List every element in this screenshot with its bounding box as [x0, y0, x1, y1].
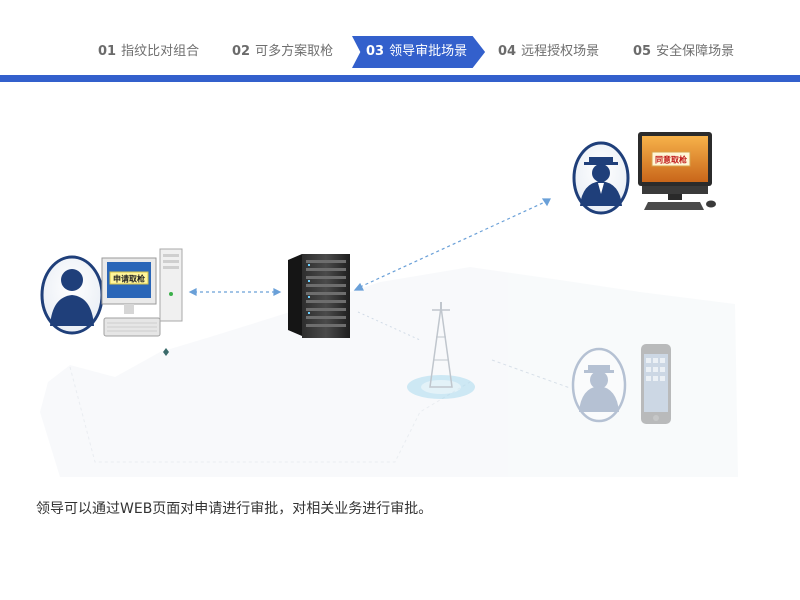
step-tabs: 01 指纹比对组合 02 可多方案取枪 03 领导审批场景 04 远程授权场景 05 安全… [0, 0, 800, 76]
server-rack [288, 254, 350, 338]
tab-05[interactable]: 05 安全保障场景 [633, 36, 734, 68]
remote-leader-avatar [573, 349, 625, 421]
tab-number: 05 [633, 44, 651, 59]
approval-scenario-diagram: 申请取枪 [0, 82, 800, 482]
tab-label: 远程授权场景 [521, 44, 599, 59]
tab-04[interactable]: 04 远程授权场景 [498, 36, 599, 68]
mobile-phone [641, 344, 671, 424]
applicant-computer: 申请取枪 [102, 249, 182, 356]
tab-label: 可多方案取枪 [255, 44, 333, 59]
tab-01[interactable]: 01 指纹比对组合 [98, 36, 199, 68]
tab-02[interactable]: 02 可多方案取枪 [232, 36, 333, 68]
leader-screen-label: 同意取枪 [655, 155, 687, 165]
tab-number: 02 [232, 44, 250, 59]
tab-number: 04 [498, 44, 516, 59]
tab-label: 领导审批场景 [389, 44, 467, 59]
tab-label: 指纹比对组合 [121, 44, 199, 59]
tab-number: 03 [366, 44, 384, 59]
applicant-avatar [42, 257, 102, 333]
tab-03-active[interactable]: 03 领导审批场景 [352, 36, 485, 68]
tab-label: 安全保障场景 [656, 44, 734, 59]
applicant-screen-label: 申请取枪 [113, 274, 145, 284]
tab-number: 01 [98, 44, 116, 59]
header-divider-bar [0, 75, 800, 82]
link-applicant-server [190, 289, 280, 295]
leader-computer: 同意取枪 [638, 132, 716, 210]
leader-avatar [574, 143, 628, 213]
scenario-description: 领导可以通过WEB页面对申请进行审批，对相关业务进行审批。 [36, 498, 432, 518]
